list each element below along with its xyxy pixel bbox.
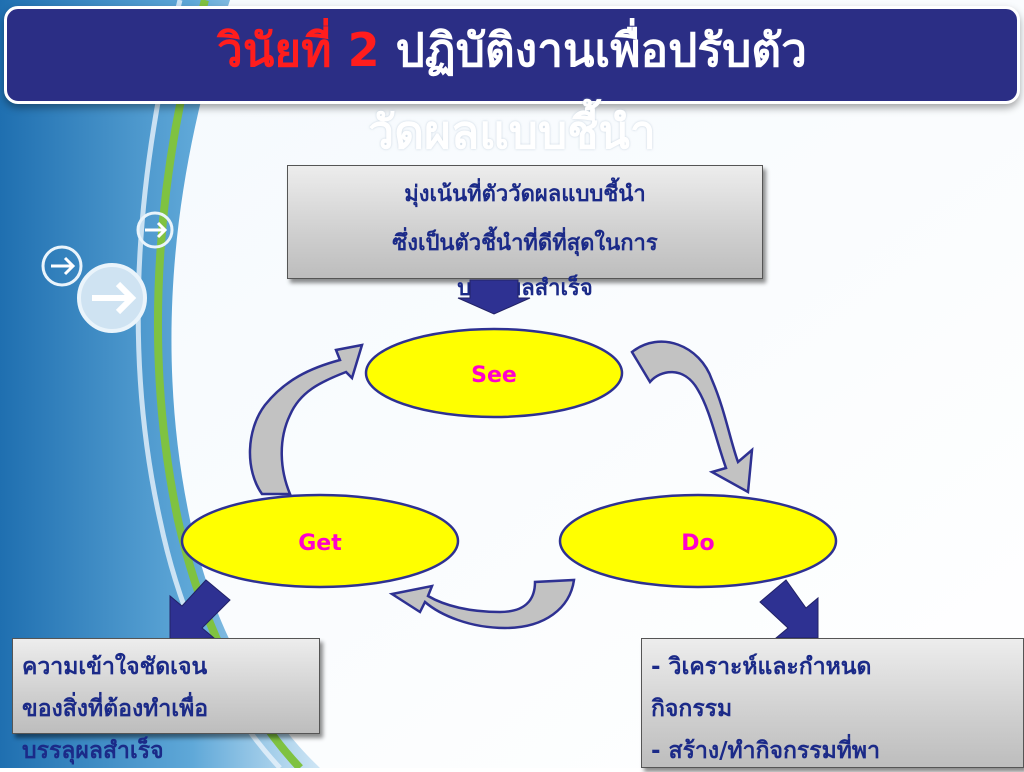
- title-text: ปฏิบัติงานเพื่อปรับตัว: [395, 23, 807, 77]
- arrow-circle-icon: [136, 211, 174, 249]
- right-info-box: [641, 638, 1024, 768]
- slide-title-line2: วัดผลแบบชี้นำ: [368, 105, 656, 159]
- title-bar: [4, 6, 1020, 104]
- top-info-text: มุ่งเน้นที่ตัววัดผลแบบชี้นำ ซึ่งเป็นตัวช…: [287, 172, 763, 308]
- left-info-box: [12, 638, 320, 734]
- top-info-box: [287, 165, 763, 279]
- right-info-text: - วิเคราะห์และกำหนด กิจกรรม - สร้าง/ทำกิ…: [651, 646, 1024, 772]
- down-left-arrow: [169, 579, 231, 641]
- down-arrow: [457, 279, 531, 315]
- arrow-circle-icon: [41, 245, 83, 287]
- left-info-text: ความเข้าใจชัดเจน ของสิ่งที่ต้องทำเพื่อ บ…: [22, 646, 322, 772]
- see-label: See: [471, 363, 517, 388]
- left-info-line: บรรลุผลสำเร็จ: [22, 738, 164, 764]
- right-info-line: กิจกรรม: [651, 696, 733, 722]
- arrow-circle-icon: [77, 263, 147, 333]
- get-node: Get: [180, 493, 460, 589]
- left-info-line: ความเข้าใจชัดเจน: [22, 654, 208, 680]
- top-info-line: ซึ่งเป็นตัวชี้นำที่ดีที่สุดในการ: [392, 231, 658, 256]
- slide-title: วินัยที่ 2 ปฏิบัติงานเพื่อปรับตัว: [0, 22, 1024, 78]
- title-accent: วินัยที่ 2: [217, 23, 380, 77]
- do-node: Do: [558, 493, 838, 589]
- get-label: Get: [298, 531, 342, 556]
- curved-arrow-see-to-do: [630, 340, 754, 495]
- down-right-arrow: [759, 579, 819, 639]
- do-label: Do: [681, 531, 714, 556]
- curved-arrow-get-to-see: [248, 343, 364, 496]
- right-info-line: - สร้าง/ทำกิจกรรมที่พา: [651, 738, 881, 764]
- see-node: See: [364, 327, 624, 419]
- curved-arrow-do-to-get: [388, 578, 576, 630]
- top-info-line: มุ่งเน้นที่ตัววัดผลแบบชี้นำ: [404, 182, 646, 207]
- right-info-line: - วิเคราะห์และกำหนด: [651, 654, 872, 680]
- left-info-line: ของสิ่งที่ต้องทำเพื่อ: [22, 696, 209, 722]
